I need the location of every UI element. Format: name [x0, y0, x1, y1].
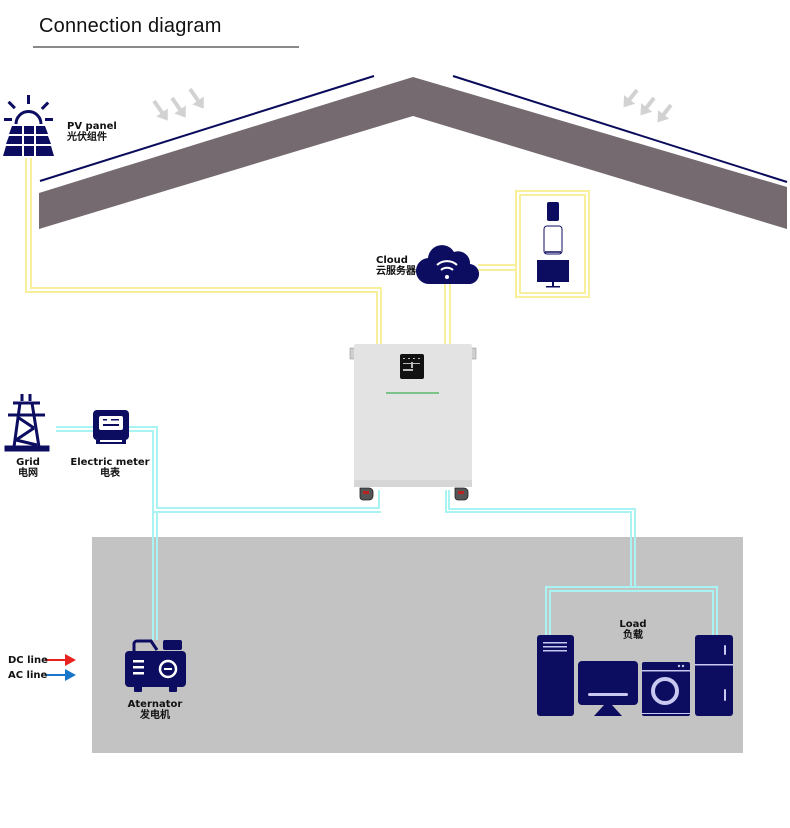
- pv-panel-label-zh: 光伏组件: [67, 132, 107, 143]
- legend-dc-arrow: [45, 654, 76, 666]
- legend-ac-label: AC line: [8, 670, 48, 681]
- alternator-label: Aternator 发电机: [128, 699, 183, 721]
- grid-label-zh: 电网: [17, 468, 38, 479]
- alternator-label-zh: 发电机: [140, 710, 170, 721]
- sunlight-arrows-right: [623, 88, 673, 123]
- pv-panel-label-en: PV panel: [67, 121, 117, 132]
- grid-label: Grid 电网: [16, 457, 40, 479]
- load-label: Load 负载: [619, 619, 646, 641]
- dc-line-cloud-to-devices: [478, 264, 516, 271]
- page-title: Connection diagram: [39, 15, 222, 37]
- hybrid-inverter-battery: [349, 344, 477, 501]
- inverter-terminal-right: [454, 487, 469, 501]
- sunlight-arrows-left: [152, 87, 204, 121]
- dc-line-cloud-to-inverter: [444, 282, 451, 345]
- title-divider: [33, 46, 299, 48]
- cloud-label: Cloud 云服务器: [376, 255, 416, 277]
- generator-icon: [125, 639, 186, 692]
- legend-dc-label: DC line: [8, 655, 48, 666]
- tablet-icon: [543, 225, 563, 255]
- meter-label: Electric meter 电表: [70, 457, 149, 479]
- load-label-zh: 负载: [623, 630, 643, 641]
- mobile-phone-icon: [547, 202, 559, 221]
- electric-meter-icon: [93, 410, 129, 444]
- meter-label-en: Electric meter: [70, 457, 150, 468]
- roof: [39, 77, 787, 229]
- cloud-wifi-icon: [415, 245, 480, 285]
- meter-label-zh: 电表: [100, 468, 120, 479]
- grid-label-en: Grid: [16, 457, 40, 468]
- roof-solar-line-left: [39, 75, 375, 182]
- tv-icon: [578, 661, 638, 716]
- alternator-label-en: Aternator: [127, 699, 183, 710]
- washing-machine-icon: [642, 662, 690, 716]
- load-label-en: Load: [619, 619, 647, 630]
- dc-line-pv-to-inverter: [25, 158, 382, 345]
- roof-solar-line-right: [452, 75, 788, 183]
- pv-panel-icon: [3, 95, 54, 157]
- legend-ac-arrow: [45, 669, 76, 681]
- inverter-status-stripe: [386, 392, 439, 394]
- pv-panel-label: PV panel 光伏组件: [67, 121, 117, 143]
- ac-line-inverter-to-load: [445, 490, 718, 640]
- grid-tower-icon: [4, 394, 50, 452]
- cloud-label-en: Cloud: [376, 255, 408, 266]
- cloud-label-zh: 云服务器: [376, 266, 416, 277]
- inverter-terminal-left: [359, 487, 374, 501]
- pc-tower-icon: [537, 635, 574, 716]
- refrigerator-icon: [695, 635, 733, 716]
- devices-frame: [515, 190, 590, 298]
- monitor-icon: [537, 260, 569, 288]
- ac-line-meter-to-alternator: [152, 512, 158, 640]
